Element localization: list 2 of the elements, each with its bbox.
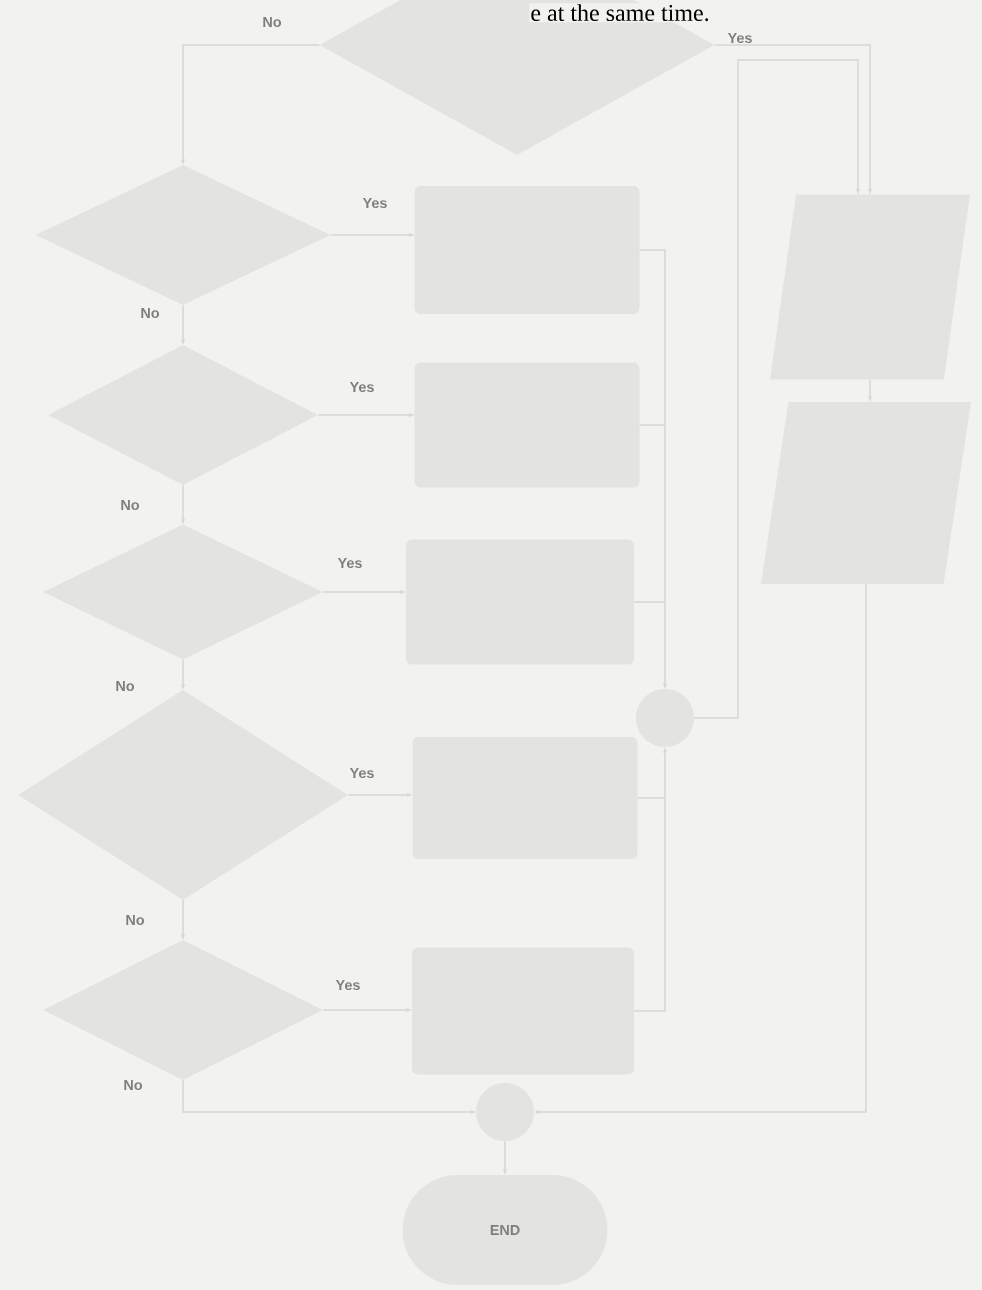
caption-text: e at the same time. (529, 3, 711, 23)
arrow (693, 59, 861, 719)
